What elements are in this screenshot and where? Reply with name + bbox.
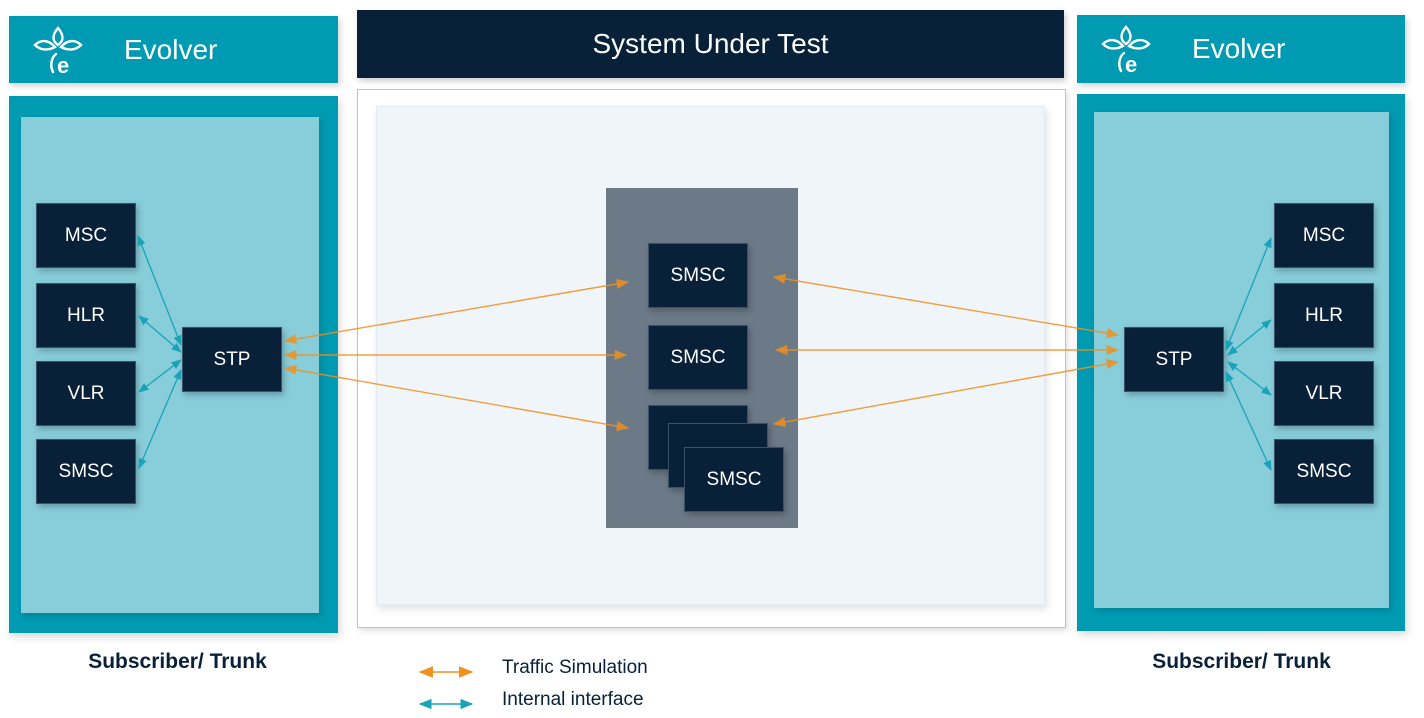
sut-node-smsc-1: SMSC [648,243,748,308]
node-label: HLR [1304,304,1343,326]
right-node-msc: MSC [1274,203,1374,268]
left-brand-name: Evolver [124,33,218,65]
legend-internal-label: Internal interface [502,689,644,710]
left-evolver-header: e Evolver [9,16,338,83]
node-label: STP [213,348,251,370]
node-label: MSC [1302,224,1346,246]
left-node-smsc: SMSC [36,439,136,504]
sut-node-smsc-2: SMSC [648,325,748,390]
right-node-smsc: SMSC [1274,439,1374,504]
right-node-hlr: HLR [1274,283,1374,348]
sut-header: System Under Test [357,10,1064,78]
node-label: SMSC [670,264,726,286]
svg-text:e: e [57,53,69,76]
node-label: SMSC [1296,460,1352,482]
node-label: VLR [67,382,105,404]
node-label: SMSC [58,460,114,482]
node-label: SMSC [670,346,726,368]
node-label: STP [1155,348,1193,370]
left-node-vlr: VLR [36,361,136,426]
svg-text:e: e [1125,52,1137,75]
right-node-stp: STP [1124,327,1224,392]
right-caption: Subscriber/ Trunk [1152,650,1331,673]
right-node-vlr: VLR [1274,361,1374,426]
sut-title: System Under Test [592,28,829,59]
legend-traffic-label: Traffic Simulation [502,657,648,678]
evolver-logo-icon: e [33,25,83,76]
left-node-msc: MSC [36,203,136,268]
left-node-hlr: HLR [36,283,136,348]
right-brand-name: Evolver [1192,33,1286,64]
node-label: SMSC [706,468,762,490]
node-label: VLR [1305,382,1343,404]
node-label: MSC [64,224,108,246]
left-node-stp: STP [182,327,282,392]
sut-node-smsc-3: SMSC [684,447,784,512]
left-caption: Subscriber/ Trunk [88,650,267,673]
node-label: HLR [66,304,105,326]
evolver-logo-icon: e [1101,25,1151,75]
right-evolver-header: e Evolver [1077,15,1405,83]
